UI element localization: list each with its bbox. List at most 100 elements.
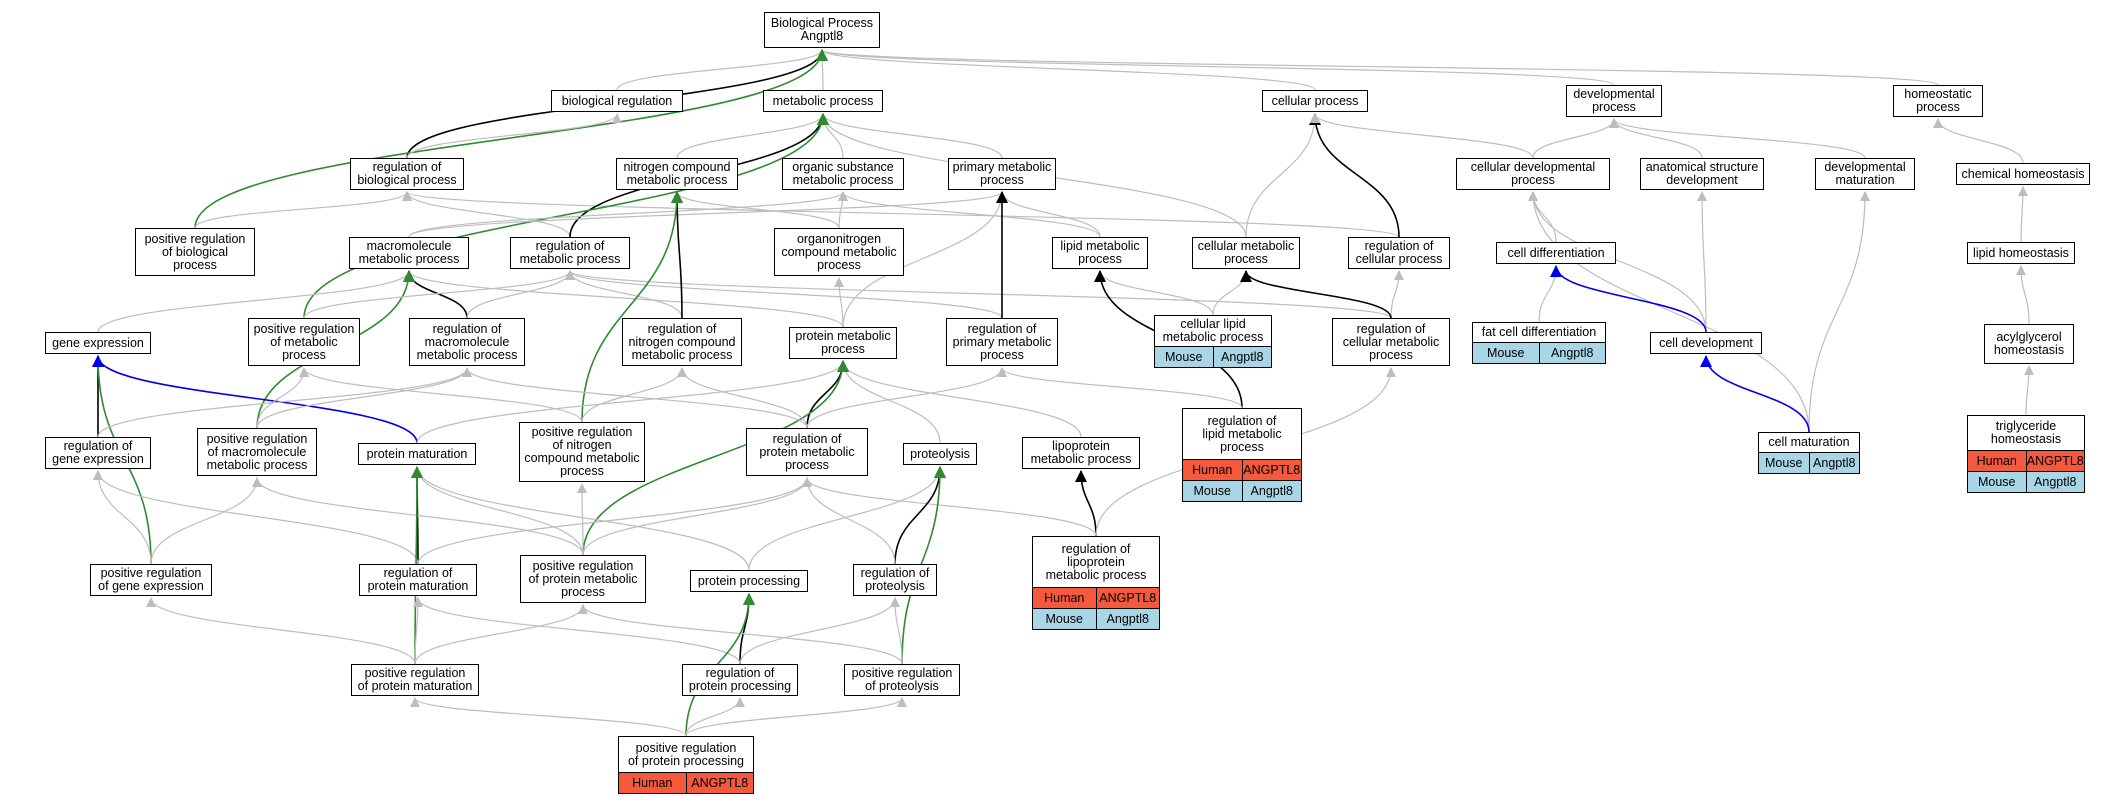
go-term-posmacro[interactable]: positive regulation of macromolecule met… xyxy=(197,428,317,476)
go-term-metab[interactable]: metabolic process xyxy=(763,90,883,112)
gene-symbol: Angptl8 xyxy=(1212,347,1271,367)
go-term-chomeo[interactable]: chemical homeostasis xyxy=(1956,163,2090,185)
go-term-acyl[interactable]: acylglycerol homeostasis xyxy=(1984,324,2074,364)
go-term-label: gene expression xyxy=(52,335,144,350)
edge-regcell-to-cell xyxy=(1309,113,1400,238)
go-term-label: protein processing xyxy=(697,573,801,588)
go-term-cdp[interactable]: cellular developmental process xyxy=(1456,158,1610,190)
go-term-protproc[interactable]: protein processing xyxy=(690,570,808,592)
edge-posprotmet-to-protmat xyxy=(412,466,584,556)
go-term-lipmp[interactable]: lipoprotein metabolic process xyxy=(1022,437,1140,469)
edge-regprotproc-to-regprotmat xyxy=(413,597,741,665)
go-term-posprotmat[interactable]: positive regulation of protein maturatio… xyxy=(351,664,479,696)
go-term-protmat[interactable]: protein maturation xyxy=(358,443,476,465)
gene-symbol: Angptl8 xyxy=(1808,453,1859,473)
go-term-posproteo[interactable]: positive regulation of proteolysis xyxy=(844,664,960,696)
edge-homeo-to-bp xyxy=(817,49,1939,86)
go-term-label: lipoprotein metabolic process xyxy=(1030,439,1132,466)
edge-cell-to-bp xyxy=(817,49,1316,91)
go-term-celldev[interactable]: cell development xyxy=(1650,332,1762,354)
go-term-cell[interactable]: cellular process xyxy=(1262,90,1368,112)
go-term-homeo[interactable]: homeostatic process xyxy=(1893,85,1983,117)
go-term-devp[interactable]: developmental process xyxy=(1566,85,1662,117)
go-term-celldiff[interactable]: cell differentiation xyxy=(1496,242,1616,264)
go-term-regbio[interactable]: regulation of biological process xyxy=(350,158,464,190)
go-term-posbio[interactable]: positive regulation of biological proces… xyxy=(135,228,255,276)
edge-cmp-to-cell xyxy=(1245,113,1320,238)
go-term-oncmp[interactable]: organonitrogen compound metabolic proces… xyxy=(774,228,904,276)
edge-devp-to-bp xyxy=(817,49,1615,86)
go-term-regpmp[interactable]: regulation of primary metabolic process xyxy=(946,318,1058,366)
go-term-regcell[interactable]: regulation of cellular process xyxy=(1348,237,1450,269)
edge-posncmp-to-regncmp xyxy=(581,367,687,423)
go-term-posmet[interactable]: positive regulation of metabolic process xyxy=(248,318,360,366)
go-term-osmp[interactable]: organic substance metabolic process xyxy=(782,158,904,190)
go-term-lhomeo[interactable]: lipid homeostasis xyxy=(1967,242,2075,264)
go-term-regprotproc[interactable]: regulation of protein processing xyxy=(682,664,798,696)
edge-protproc-to-proteo xyxy=(748,466,945,571)
go-term-regncmp[interactable]: regulation of nitrogen compound metaboli… xyxy=(622,318,742,366)
go-term-label: regulation of nitrogen compound metaboli… xyxy=(628,321,736,362)
go-term-label: regulation of protein processing xyxy=(688,666,792,693)
go-term-label: cellular process xyxy=(1271,93,1359,108)
go-term-regprotmat[interactable]: regulation of protein maturation xyxy=(359,564,477,596)
edge-celldev-to-cdp xyxy=(1528,191,1707,333)
gene-symbol: ANGPTL8 xyxy=(685,773,753,793)
go-term-posprotproc[interactable]: positive regulation of protein processin… xyxy=(618,736,754,794)
go-term-label: regulation of protein metabolic process xyxy=(759,431,855,472)
go-term-label: anatomical structure development xyxy=(1645,160,1759,187)
go-term-cmp[interactable]: cellular metabolic process xyxy=(1192,237,1300,269)
edge-posgexp-to-reggexp xyxy=(93,470,152,565)
go-term-regproteo[interactable]: regulation of proteolysis xyxy=(853,564,937,596)
go-term-label: protein maturation xyxy=(366,446,468,461)
edge-oncmp-to-ncmp xyxy=(672,191,840,229)
go-term-label: positive regulation of protein maturatio… xyxy=(357,666,473,693)
go-term-reglipmp[interactable]: regulation of lipoprotein metabolic proc… xyxy=(1032,536,1160,630)
go-term-regmet[interactable]: regulation of metabolic process xyxy=(510,237,630,269)
go-term-proteo[interactable]: proteolysis xyxy=(903,443,977,465)
go-term-regprotmet[interactable]: regulation of protein metabolic process xyxy=(746,428,868,476)
go-term-regmacro[interactable]: regulation of macromolecule metabolic pr… xyxy=(409,318,525,366)
go-term-posprotmet[interactable]: positive regulation of protein metabolic… xyxy=(520,555,646,603)
go-term-ncmp[interactable]: nitrogen compound metabolic process xyxy=(616,158,738,190)
go-term-bp[interactable]: Biological Process Angptl8 xyxy=(764,12,880,48)
organism-name: Human xyxy=(1183,460,1242,480)
go-term-label: regulation of primary metabolic process xyxy=(952,321,1052,362)
edge-reglmp-to-regpmp xyxy=(997,367,1243,409)
go-term-posgexp[interactable]: positive regulation of gene expression xyxy=(90,564,212,596)
go-term-posncmp[interactable]: positive regulation of nitrogen compound… xyxy=(519,422,645,482)
go-term-breg[interactable]: biological regulation xyxy=(551,90,683,112)
go-term-macro[interactable]: macromolecule metabolic process xyxy=(349,237,469,269)
gene-symbol: Angptl8 xyxy=(1538,343,1605,363)
go-term-label: organic substance metabolic process xyxy=(792,160,894,187)
go-term-label: regulation of cellular metabolic process xyxy=(1342,321,1440,362)
go-term-regcmp[interactable]: regulation of cellular metabolic process xyxy=(1332,318,1450,366)
edge-proteo-to-protmet xyxy=(838,360,941,444)
go-term-lmp[interactable]: lipid metabolic process xyxy=(1052,237,1148,269)
edge-dmat-to-devp xyxy=(1609,118,1866,159)
go-term-asd[interactable]: anatomical structure development xyxy=(1640,158,1764,190)
edge-posprotmat-to-posprotmet xyxy=(414,604,588,665)
go-term-label: cellular lipid metabolic process xyxy=(1162,317,1264,344)
go-term-reggexp[interactable]: regulation of gene expression xyxy=(45,437,151,469)
go-term-pmp[interactable]: primary metabolic process xyxy=(948,158,1056,190)
edge-protmat-to-protmet xyxy=(416,360,848,444)
go-term-dmat[interactable]: developmental maturation xyxy=(1815,158,1915,190)
edge-reglipmp-to-lipmp xyxy=(1075,470,1097,537)
edge-lmp-to-pmp xyxy=(997,191,1101,238)
go-term-protmet[interactable]: protein metabolic process xyxy=(789,327,897,359)
go-term-label: regulation of proteolysis xyxy=(860,566,930,593)
edge-regmacro-to-macro xyxy=(403,270,468,319)
go-term-gexp[interactable]: gene expression xyxy=(45,332,151,354)
gene-symbol: ANGPTL8 xyxy=(1241,460,1301,480)
